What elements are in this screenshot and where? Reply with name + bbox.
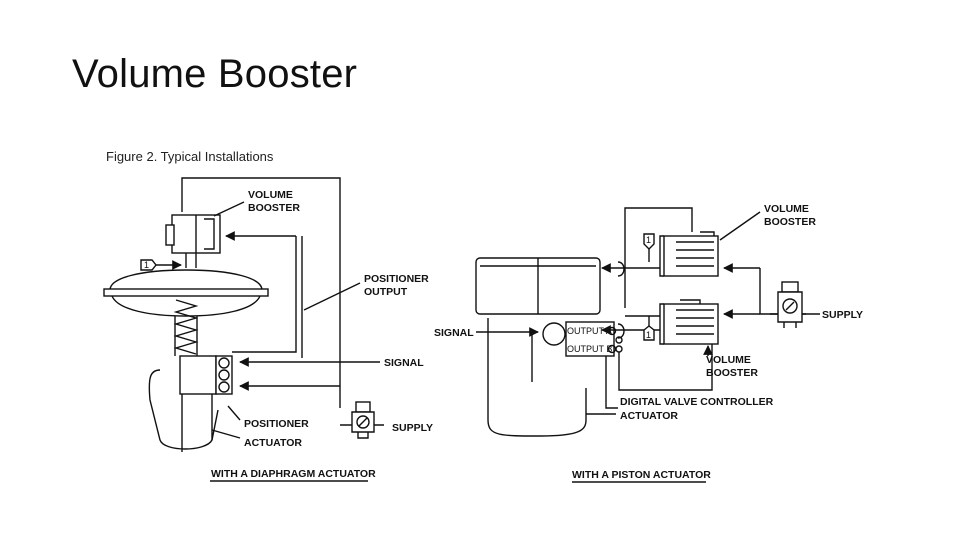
label-signal-right: SIGNAL [434,327,474,339]
label-positioner-output-2: OUTPUT [364,286,408,298]
dvc-box [565,321,615,357]
piston-installation [475,207,820,483]
subtitle-piston: WITH A PISTON ACTUATOR [572,469,711,481]
note-marker-top: 1 [646,235,651,245]
label-supply-right: SUPPLY [822,309,863,321]
figure-caption: Figure 2. Typical Installations [106,149,274,164]
label-volume-booster-left-2: BOOSTER [248,202,300,214]
label-actuator-right: ACTUATOR [620,410,678,422]
label-volume-booster-left-1: VOLUME [248,189,293,201]
label-signal-left: SIGNAL [384,357,424,369]
label-volume-booster-bottom-1: VOLUME [706,354,751,366]
label-volume-booster-top-1: VOLUME [764,203,809,215]
label-actuator-left: ACTUATOR [244,437,302,449]
note-marker-bottom: 1 [646,330,651,340]
subtitle-diaphragm: WITH A DIAPHRAGM ACTUATOR [211,468,376,480]
label-output-a: OUTPUT A [567,326,612,336]
label-volume-booster-top-2: BOOSTER [764,216,816,228]
note-marker-left: 1 [144,260,149,270]
positioner-block [179,355,217,395]
label-positioner-output-1: POSITIONER [364,273,429,285]
label-supply-left: SUPPLY [392,422,433,434]
label-positioner: POSITIONER [244,418,309,430]
diaphragm-installation [103,177,384,482]
label-volume-booster-bottom-2: BOOSTER [706,367,758,379]
slide-title: Volume Booster [72,52,358,96]
label-output-b: OUTPUT B [567,344,612,354]
label-dvc: DIGITAL VALVE CONTROLLER [620,396,774,408]
